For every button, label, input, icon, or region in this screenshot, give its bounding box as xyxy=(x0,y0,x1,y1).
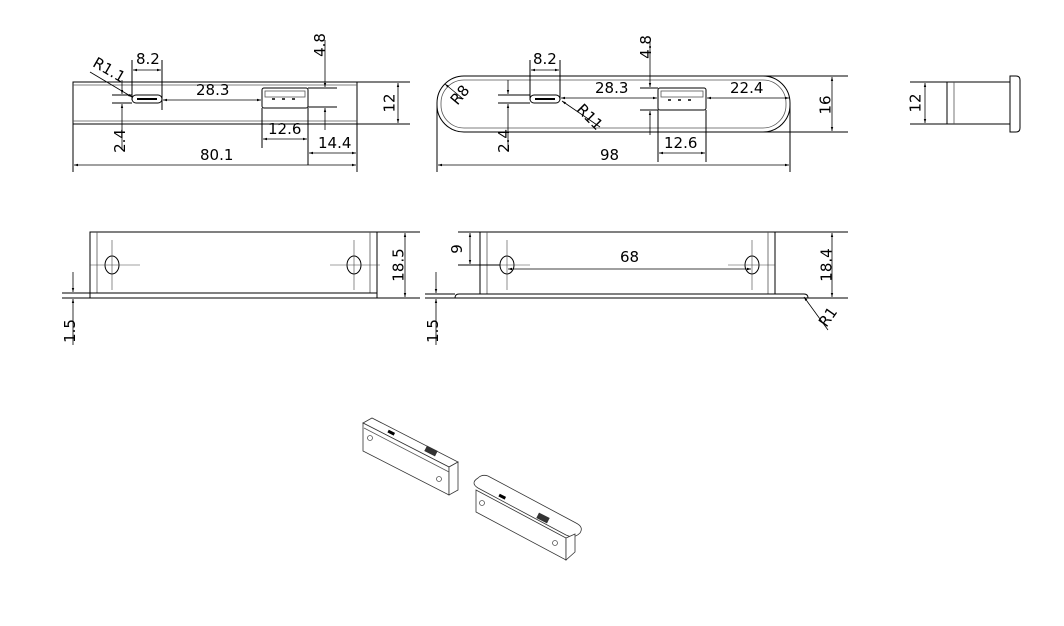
dim-usb-c-height: 2.4 xyxy=(111,129,129,153)
dim-height: 18.4 xyxy=(818,248,836,281)
dim-edge-radius: R1 xyxy=(815,304,841,331)
usb-c-port xyxy=(131,94,163,104)
usb-a-port xyxy=(261,87,309,109)
dim-usb-a-width: 12.6 xyxy=(664,134,697,152)
dim-plate: 1.5 xyxy=(424,319,442,343)
dim-usb-a-edge: 14.4 xyxy=(318,134,351,152)
dim-plate: 1.5 xyxy=(61,319,79,343)
side-view: 12 xyxy=(907,75,1021,133)
dim-height: 16 xyxy=(817,95,835,114)
mounting-hole xyxy=(728,240,775,290)
dim-usb-a-height: 4.8 xyxy=(637,35,655,59)
dim-hole-spacing: 68 xyxy=(620,248,639,266)
dim-height: 12 xyxy=(381,93,399,112)
front-view-rectangular: 18.5 1.5 xyxy=(61,231,420,345)
isometric-view-rounded xyxy=(473,474,582,561)
dim-usb-a-edge: 22.4 xyxy=(730,79,763,97)
top-view-rounded: 98 8.2 28.3 22.4 12.6 4.8 16 2.4 R8 R11 xyxy=(436,35,848,172)
isometric-view-rectangular xyxy=(362,417,459,496)
dim-port-spacing: 28.3 xyxy=(196,81,229,99)
mounting-hole xyxy=(90,240,140,290)
dim-usb-c-width: 8.2 xyxy=(533,50,557,68)
dim-usb-a-width: 12.6 xyxy=(268,120,301,138)
front-view-rounded: 68 9 18.4 1.5 R1 xyxy=(424,231,848,345)
usb-a-port xyxy=(657,87,707,111)
usb-c-port xyxy=(529,94,561,104)
dim-usb-a-height: 4.8 xyxy=(311,33,329,57)
dim-corner-radius: R1.1 xyxy=(90,54,129,87)
top-view-rectangular: 80.1 8.2 28.3 12.6 14.4 4.8 12 2.4 R1.1 xyxy=(72,33,410,172)
dim-port-spacing: 28.3 xyxy=(595,79,628,97)
mounting-hole xyxy=(330,240,380,290)
dim-width: 80.1 xyxy=(200,146,233,164)
dim-hole-height: 9 xyxy=(448,244,466,254)
dim-height: 18.5 xyxy=(390,248,408,281)
dim-usb-c-width: 8.2 xyxy=(136,50,160,68)
dim-usb-c-height: 2.4 xyxy=(495,129,513,153)
dim-end-radius: R8 xyxy=(447,82,474,109)
dim-port-radius: R11 xyxy=(573,100,607,134)
dim-height: 12 xyxy=(907,93,925,112)
dim-width: 98 xyxy=(600,146,619,164)
